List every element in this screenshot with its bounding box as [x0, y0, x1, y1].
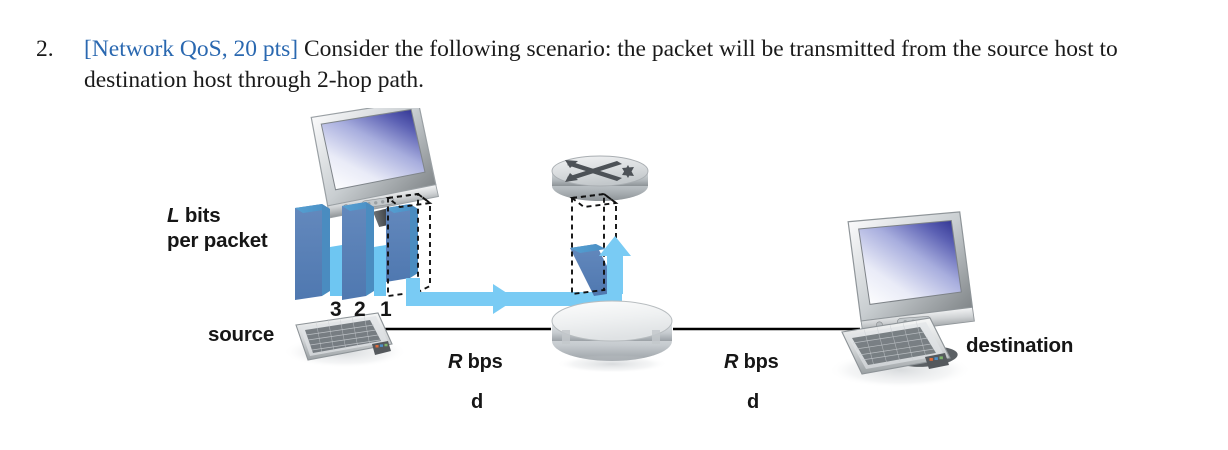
label-bits-symbol: L [167, 204, 180, 227]
label-hop1-rate-symbol: R [448, 351, 463, 373]
label-hop1-rate-unit: bps [462, 351, 503, 373]
router-up-arrow [599, 236, 631, 294]
label-per-packet: per packet [167, 229, 268, 252]
packet-2 [342, 202, 374, 300]
router-x-icon [565, 160, 634, 182]
packet-number-3: 3 [330, 298, 342, 321]
question-block: 2. [Network QoS, 20 pts] Consider the fo… [36, 34, 1171, 96]
packet-riser-2 [374, 245, 386, 296]
destination-host [828, 211, 975, 388]
label-bits-word: bits [179, 204, 221, 227]
router-disc [551, 300, 673, 373]
source-packet-stack [295, 192, 433, 300]
source-host [283, 108, 440, 368]
question-tag: [Network QoS, 20 pts] [84, 36, 299, 62]
destination-keyboard [841, 317, 951, 375]
source-keyboard [295, 312, 393, 361]
packet-number-2: 2 [354, 298, 366, 321]
question-body: Consider the following scenario: the pac… [84, 36, 1118, 93]
question-text: [Network QoS, 20 pts] Consider the follo… [84, 34, 1171, 96]
label-hop1-delay: d [471, 391, 484, 413]
label-bits-per-packet: L bits per packet [167, 203, 268, 253]
label-hop2-rate: R bps [724, 351, 779, 374]
source-monitor [310, 108, 440, 228]
packet-3 [295, 204, 330, 300]
router-icon-top [551, 155, 649, 201]
label-hop1-rate: R bps [448, 351, 503, 374]
question-number: 2. [36, 36, 54, 62]
label-hop2-rate-unit: bps [738, 351, 779, 373]
network-diagram-svg [283, 108, 975, 388]
label-destination: destination [966, 334, 1074, 357]
packet-1 [386, 204, 418, 282]
label-hop2-delay: d [747, 391, 760, 413]
packet-riser-3 [330, 245, 342, 296]
label-hop2-rate-symbol: R [724, 351, 739, 373]
packet-number-1: 1 [380, 298, 392, 321]
router [551, 155, 673, 373]
label-source: source [208, 323, 275, 346]
network-diagram: L bits per packet source destination R b… [0, 108, 1228, 450]
